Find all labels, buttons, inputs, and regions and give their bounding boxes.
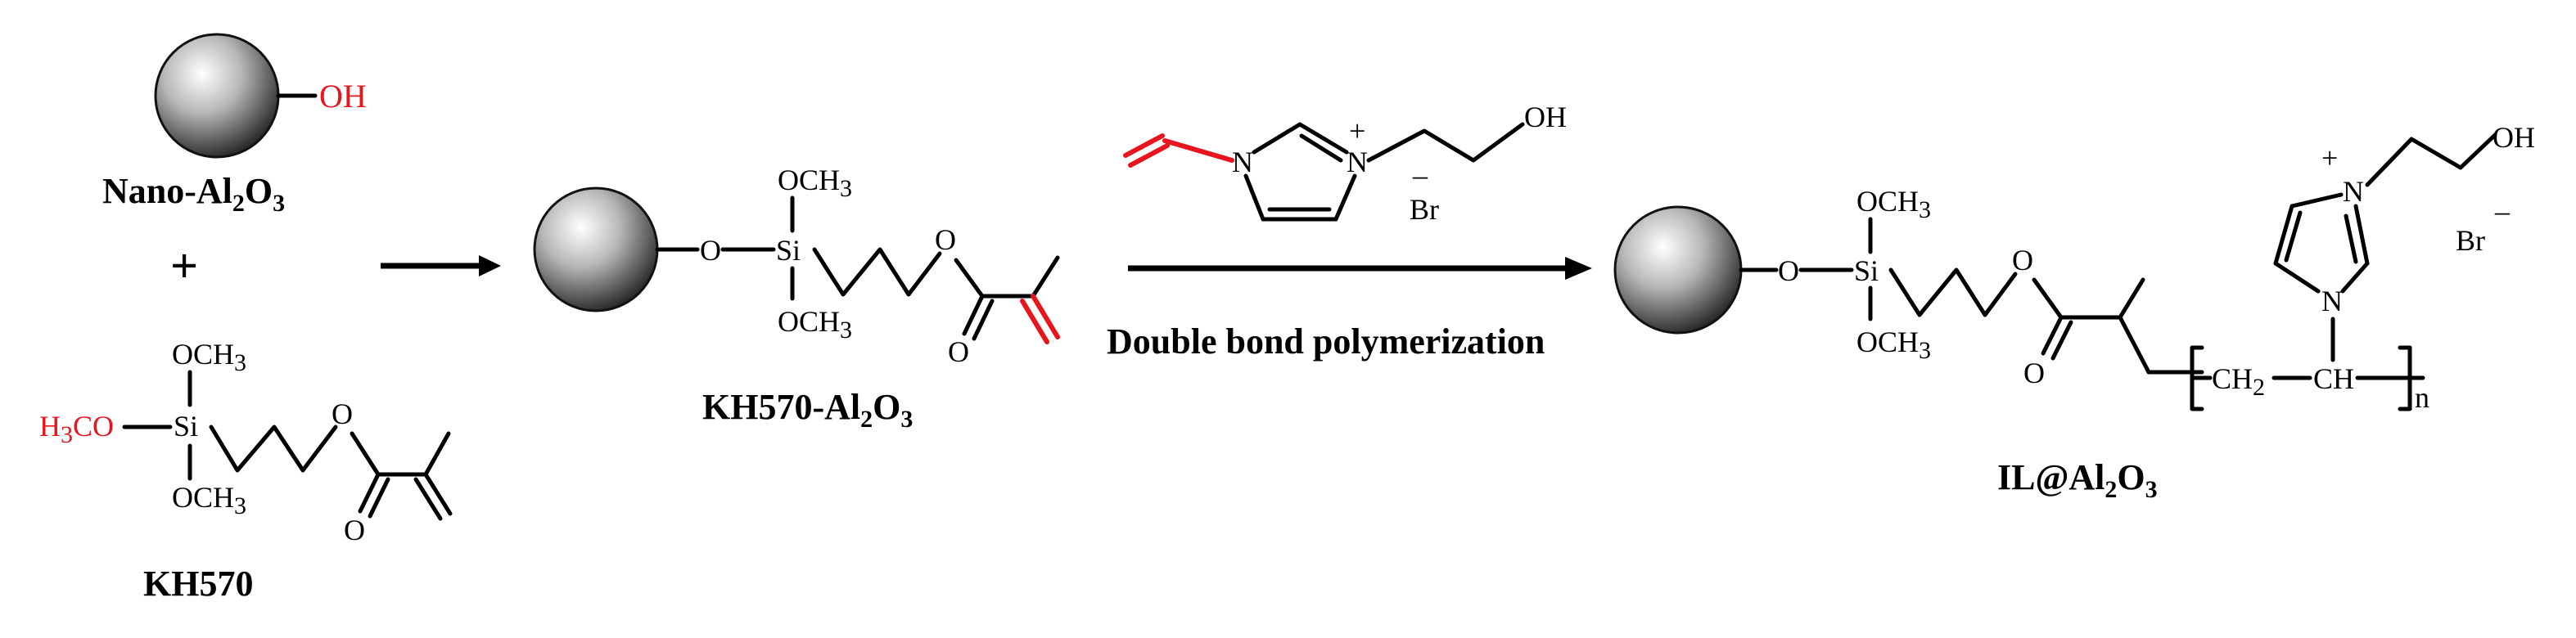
reagent-hydroxyl: OH: [1524, 101, 1567, 133]
reagent-vinyl-double-2: [1128, 143, 1170, 168]
product-sphere: [1613, 205, 1743, 335]
ionic-liquid-monomer: N N + OH Br –: [1123, 101, 1567, 226]
prod-carbonyl-double-1: [2041, 315, 2064, 356]
prod-methyl: [2118, 277, 2145, 320]
int-o-carbonyl-bond: [954, 258, 985, 299]
prod-methoxy-bottom: OCH3: [1856, 326, 1931, 364]
prod-ring-right: [2353, 204, 2370, 266]
reagent-n1: N: [1232, 146, 1253, 178]
reagent-charge: +: [1349, 115, 1365, 147]
kh570-vinyl-double-2: [413, 477, 443, 521]
int-carbonyl-double-2: [972, 299, 995, 341]
nano-alumina-label: Nano-Al2O3: [102, 171, 285, 217]
prod-chain-down: [2118, 315, 2151, 375]
prod-ch: CH: [2313, 362, 2354, 395]
reagent-vinyl-single: [1162, 138, 1234, 163]
kh570-vinyl-double-1: [423, 472, 453, 516]
reagent-n3: N: [1347, 146, 1368, 178]
prod-ring-n-bottom: N: [2321, 285, 2343, 317]
prod-ring-top-left: [2290, 192, 2344, 209]
prod-ethyl-chain: [2365, 133, 2497, 187]
product-label: IL@Al2O3: [1997, 457, 2158, 503]
prod-counter-ion: Br: [2456, 224, 2485, 257]
int-carbonyl-o: O: [948, 335, 969, 368]
int-methoxy-top: OCH3: [778, 164, 852, 202]
nano-alumina-group: OH Nano-Al2O3: [102, 33, 367, 217]
reaction-condition-label: Double bond polymerization: [1107, 321, 1545, 362]
int-methoxy-bottom: OCH3: [778, 305, 852, 344]
ring-n3-c4: [1333, 173, 1357, 222]
int-vinyl-double-2: [1020, 299, 1049, 344]
prod-ch2: CH2: [2212, 362, 2265, 401]
intermediate-sphere: [533, 186, 659, 312]
kh570-ester-o: O: [332, 398, 353, 430]
prod-bridge-o: O: [1778, 254, 1799, 287]
ring-c2-n3: [1297, 122, 1349, 155]
int-bridge-o: O: [700, 234, 721, 267]
repeat-n: n: [2415, 381, 2429, 414]
int-silicon: Si: [776, 234, 801, 267]
int-ester-o: O: [935, 223, 956, 256]
ring-c2-n3-double: [1299, 133, 1343, 163]
kh570-methoxy-left: H3CO: [39, 410, 114, 448]
ring-n1-c2: [1252, 122, 1302, 155]
prod-ring-right-double: [2344, 213, 2358, 264]
hydroxyl-label: OH: [319, 78, 367, 115]
kh570-carbonyl-double-2: [368, 477, 390, 519]
reagent-ethyl-chain: [1366, 122, 1525, 163]
prod-carbonyl-o: O: [2023, 357, 2045, 389]
kh570-o-carbonyl-bond: [350, 431, 381, 477]
kh570-silicon: Si: [174, 410, 198, 443]
int-methyl: [1031, 255, 1060, 299]
plus-sign: +: [170, 239, 198, 293]
kh570-carbonyl-o: O: [344, 514, 365, 546]
prod-propyl-chain: [1888, 267, 2018, 317]
kh570-methoxy-bottom: OCH3: [172, 481, 246, 519]
int-vinyl-double-1: [1031, 294, 1060, 339]
int-carbonyl-double-1: [962, 294, 985, 336]
prod-ring-left-double: [2284, 210, 2303, 263]
kh570-methoxy-top: OCH3: [172, 338, 246, 376]
prod-ring-bottom-left: [2273, 261, 2321, 294]
kh570-propyl-chain: [209, 425, 338, 473]
prod-ester-o: O: [2012, 244, 2033, 276]
prod-counter-charge: –: [2494, 195, 2511, 227]
il-alumina-product: O Si OCH3 OCH3 O O CH2 CH n N N +: [1613, 121, 2535, 503]
reagent-counter-charge: –: [1412, 159, 1428, 191]
kh570-methyl: [423, 431, 451, 477]
kh570-molecule: OCH3 H3CO Si OCH3 O O KH570: [39, 338, 453, 604]
kh570-carbonyl-double-1: [358, 472, 381, 514]
kh570-alumina-intermediate: O Si OCH3 OCH3 O O KH570-Al2O3: [533, 164, 1060, 433]
prod-carbonyl-double-2: [2050, 320, 2073, 361]
reagent-counter-ion: Br: [1410, 193, 1439, 226]
prod-o-carbonyl-bond: [2032, 277, 2064, 320]
ring-c5-n1: [1243, 173, 1265, 222]
arrow-1: [381, 255, 501, 276]
arrow-2: [1128, 257, 1592, 280]
intermediate-label: KH570-Al2O3: [702, 387, 913, 433]
prod-methoxy-top: OCH3: [1856, 185, 1931, 223]
prod-ring-left: [2273, 204, 2294, 266]
prod-hydroxyl: OH: [2493, 121, 2535, 154]
kh570-label: KH570: [143, 564, 253, 604]
prod-ring-n-top: N: [2343, 175, 2364, 208]
nano-alumina-sphere: [154, 33, 280, 159]
prod-charge: +: [2321, 142, 2338, 174]
reagent-vinyl-double-1: [1123, 133, 1165, 158]
prod-silicon: Si: [1854, 254, 1879, 287]
int-propyl-chain: [812, 247, 942, 297]
prod-ring-bottom-right: [2340, 261, 2370, 294]
